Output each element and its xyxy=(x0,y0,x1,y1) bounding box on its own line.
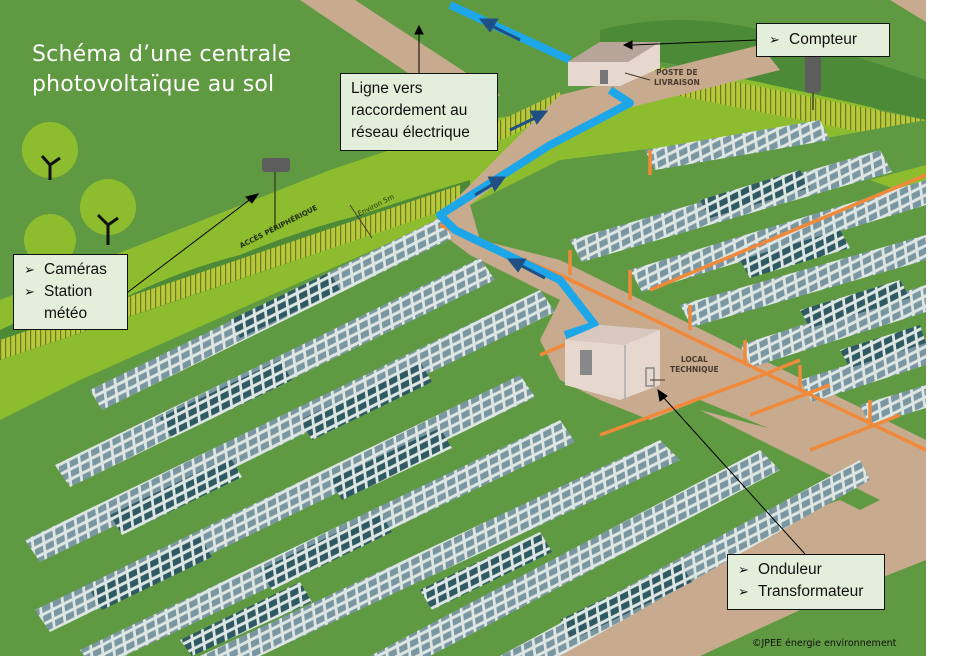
blue-ac-cable xyxy=(436,1,634,339)
label-line: LOCAL xyxy=(680,355,708,364)
copyright-notice: ©JPEE énergie environnement xyxy=(752,638,897,649)
delivery-station-label: POSTE DE LIVRAISON xyxy=(654,68,700,88)
road-top-corner xyxy=(890,0,926,22)
label-line: LIVRAISON xyxy=(654,78,700,87)
diagram-title: Schéma d’une centrale photovoltaïque au … xyxy=(32,40,291,100)
callout-leader-lines xyxy=(127,24,806,555)
arrow-bullet-icon: ➢ xyxy=(738,562,749,577)
panel-rows-right xyxy=(570,120,926,425)
label-arrows xyxy=(349,72,665,381)
title-line-1: Schéma d’une centrale xyxy=(32,42,292,67)
technical-room-label: LOCAL TECHNIQUE xyxy=(670,355,719,375)
callout-meter: ➢ Compteur xyxy=(756,23,890,57)
label-line: POSTE DE xyxy=(656,68,698,77)
technical-building xyxy=(565,325,660,400)
camera-icon xyxy=(262,158,290,230)
callout-text: Compteur xyxy=(789,31,858,48)
delivery-station-building xyxy=(568,42,660,86)
arrow-bullet-icon: ➢ xyxy=(24,262,35,277)
trees xyxy=(22,122,136,266)
callout-text: Caméras xyxy=(44,261,107,278)
callout-text: météo xyxy=(44,305,88,322)
arrow-bullet-icon: ➢ xyxy=(738,584,749,599)
callout-grid-connection-line: Ligne vers raccordement au réseau électr… xyxy=(340,73,498,151)
callout-cameras-weather-station: ➢ Caméras ➢ Station météo xyxy=(13,254,128,330)
weather-station-icon xyxy=(805,55,821,110)
callout-text: raccordement au xyxy=(351,102,468,119)
callout-text: Transformateur xyxy=(758,583,864,600)
arrow-bullet-icon: ➢ xyxy=(769,32,780,47)
callout-text: Station xyxy=(44,283,93,300)
road-main xyxy=(430,45,926,500)
callout-inverter-transformer: ➢ Onduleur ➢ Transformateur xyxy=(727,554,885,610)
fence-top xyxy=(480,92,560,150)
flow-arrows xyxy=(474,18,549,280)
callout-text: réseau électrique xyxy=(351,124,470,141)
title-line-2: photovoltaïque au sol xyxy=(32,72,275,97)
callout-text: Ligne vers xyxy=(351,80,423,97)
callout-text: Onduleur xyxy=(758,561,822,578)
label-line: TECHNIQUE xyxy=(670,365,719,374)
panel-rows-left xyxy=(25,218,870,656)
arrow-bullet-icon: ➢ xyxy=(24,284,35,299)
